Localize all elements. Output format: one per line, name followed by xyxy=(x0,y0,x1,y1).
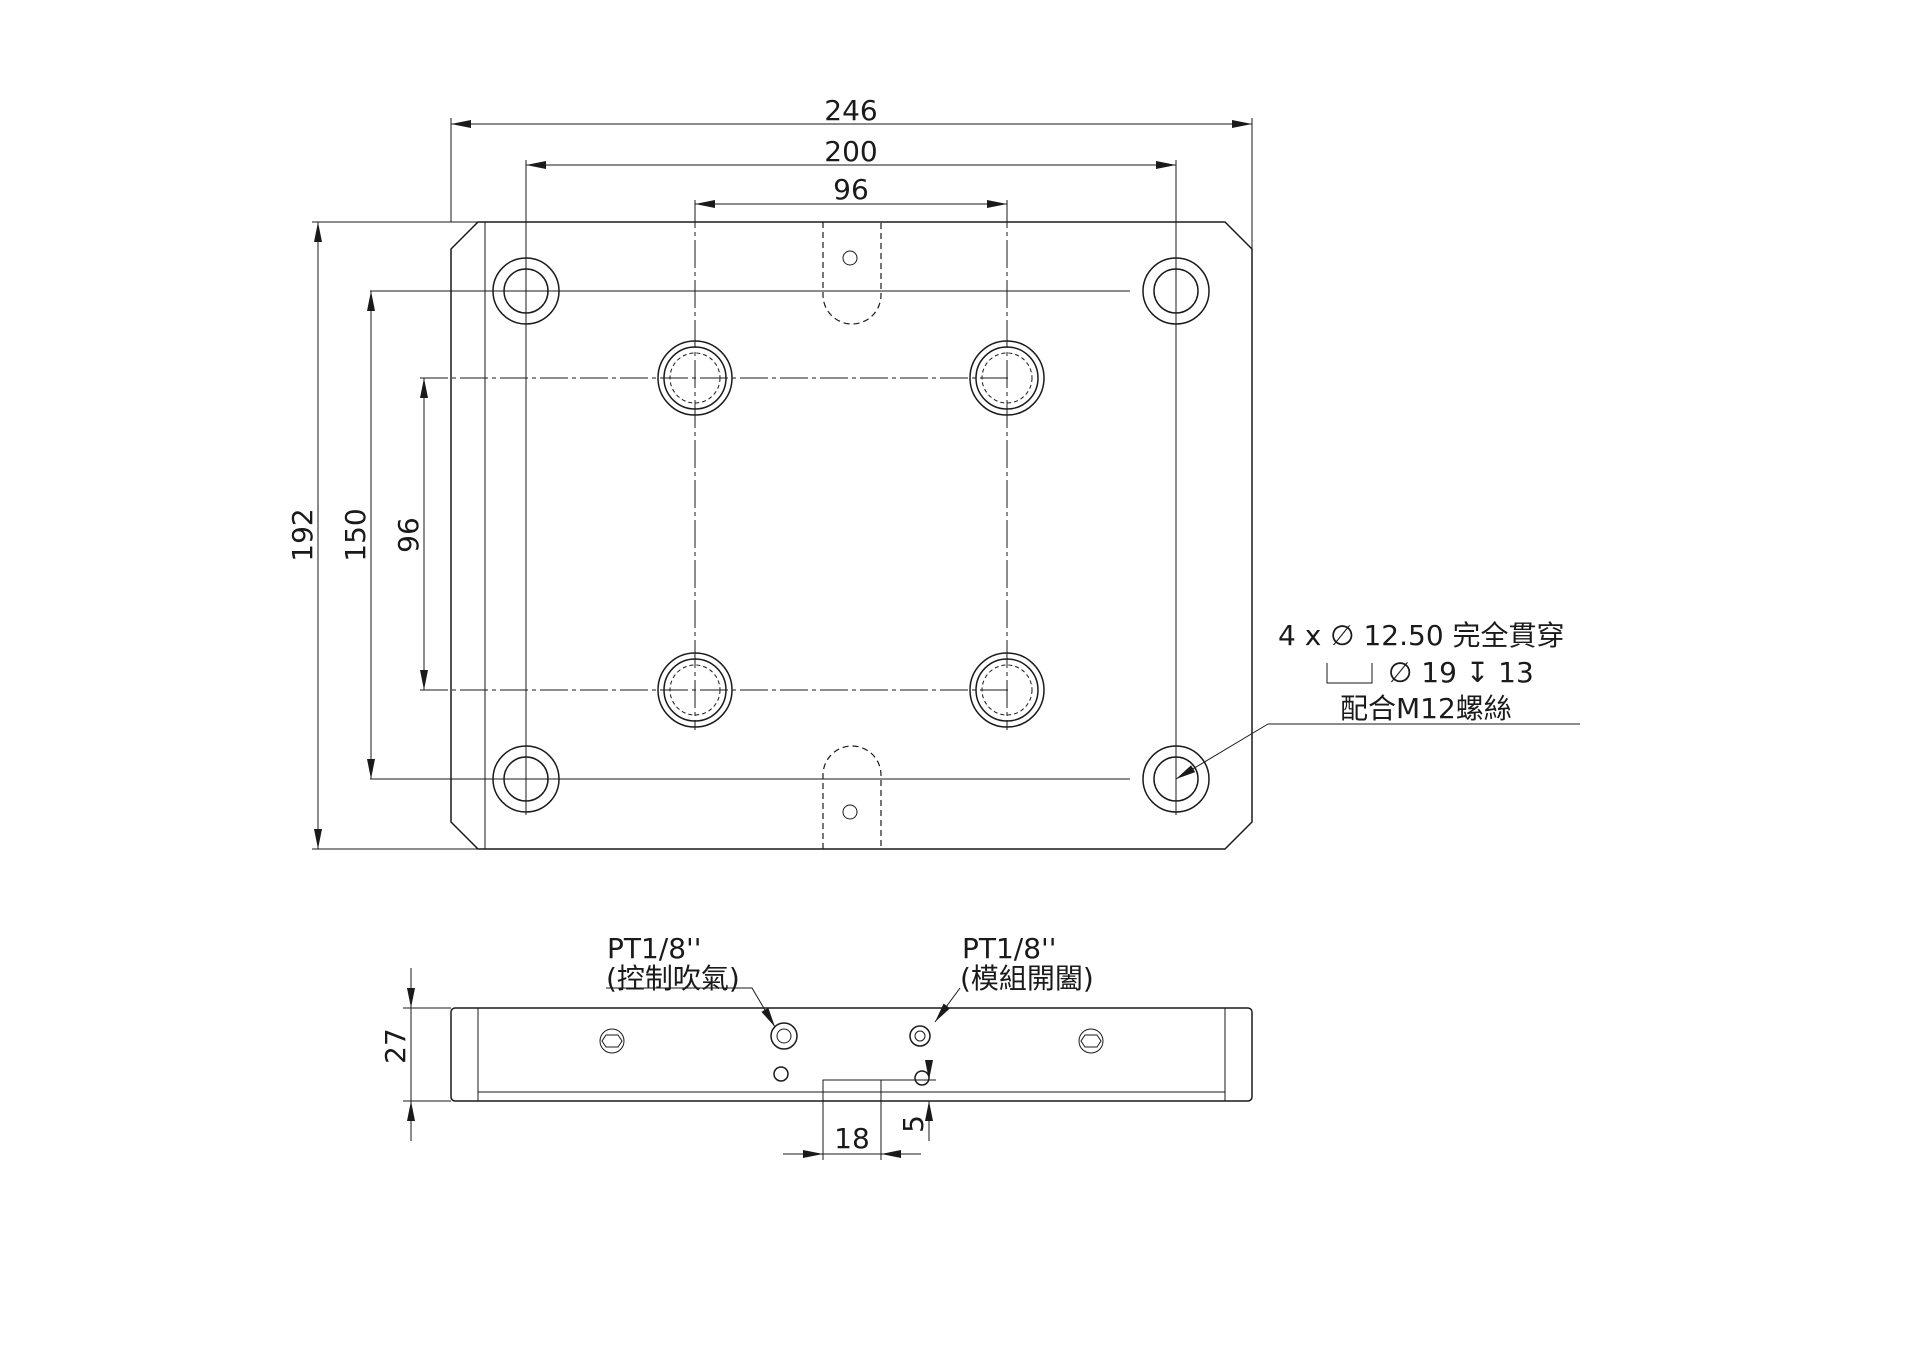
dim-150-label: 150 xyxy=(339,508,372,561)
dim-27-label: 27 xyxy=(379,1028,412,1064)
counterbore-symbol xyxy=(1326,663,1373,684)
corner-hole-bottom-left xyxy=(492,745,560,813)
corner-hole-top-left xyxy=(492,257,560,325)
dim-thickness: 27 xyxy=(379,968,451,1141)
top-slot-small-hole xyxy=(842,250,858,266)
bottom-slot-small-hole xyxy=(842,804,858,820)
hole-note-line2: ∅ 19 ↧ 13 xyxy=(1388,656,1534,689)
port-left xyxy=(770,1022,798,1082)
corner-hole-bottom-right xyxy=(1142,745,1210,813)
dim-overall-width: 246 xyxy=(451,94,1252,128)
threaded-hole-bottom-right xyxy=(969,652,1045,728)
side-hole-left xyxy=(599,1028,625,1054)
dim-200-label: 200 xyxy=(824,135,877,168)
port-right xyxy=(909,1025,931,1086)
dim-96-h-label: 96 xyxy=(833,173,869,206)
port-left-label: (控制吹氣) xyxy=(606,962,740,995)
threaded-hole-top-left xyxy=(657,340,733,416)
dim-inner-spacing-h: 96 xyxy=(695,173,1007,208)
port-left-size: PT1/8'' xyxy=(607,932,701,965)
side-slot xyxy=(822,1079,882,1101)
dim-inner-spacing-v: 96 xyxy=(392,378,428,690)
port-left-leader xyxy=(606,987,776,1028)
threaded-hole-top-right xyxy=(969,340,1045,416)
hole-note-line3: 配合M12螺絲 xyxy=(1340,692,1512,725)
dim-slot-depth: 5 xyxy=(881,1060,936,1141)
top-slot-hidden xyxy=(822,222,882,325)
side-plate-outline xyxy=(450,1007,1253,1102)
top-view: 246 200 96 192 150 96 4 x ∅ xyxy=(286,94,1580,850)
dim-outer-spacing-v: 150 xyxy=(339,291,375,779)
dim-192-label: 192 xyxy=(286,508,319,561)
dim-slot-width: 18 xyxy=(783,1101,921,1160)
side-view: PT1/8'' (控制吹氣) PT1/8'' (模組開闔) 27 18 xyxy=(379,932,1253,1160)
port-right-label: (模組開闔) xyxy=(960,962,1094,995)
bottom-slot-hidden xyxy=(822,745,882,849)
hole-callout: 4 x ∅ 12.50 完全貫穿 ∅ 19 ↧ 13 配合M12螺絲 xyxy=(1175,619,1580,780)
port-right-size: PT1/8'' xyxy=(962,932,1056,965)
hole-note-line1: 4 x ∅ 12.50 完全貫穿 xyxy=(1278,619,1565,652)
dim-5-label: 5 xyxy=(897,1115,930,1133)
dim-overall-height: 192 xyxy=(286,222,322,849)
dim-18-label: 18 xyxy=(834,1122,870,1155)
dim-outer-hole-spacing: 200 xyxy=(526,135,1176,169)
dim-246-label: 246 xyxy=(824,94,877,127)
corner-hole-top-right xyxy=(1142,257,1210,325)
dim-96-v-label: 96 xyxy=(392,517,425,553)
port-right-leader xyxy=(934,987,961,1023)
threaded-hole-bottom-left xyxy=(657,652,733,728)
plate-outline xyxy=(450,221,1253,850)
side-hole-right xyxy=(1078,1028,1104,1054)
